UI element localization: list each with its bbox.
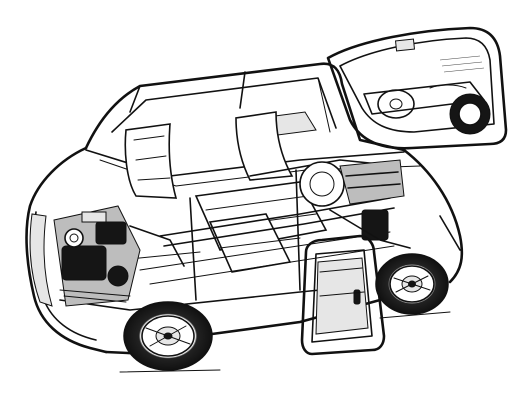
ground-shadow <box>119 311 451 373</box>
seats <box>124 111 328 273</box>
front-door-open <box>300 234 386 356</box>
rear-wheel <box>375 253 449 315</box>
frame-tubes <box>119 159 399 301</box>
side-door-open <box>326 26 508 150</box>
engine-bay <box>53 205 185 307</box>
rear-mechanicals <box>299 159 411 249</box>
front-wheel <box>123 301 213 371</box>
